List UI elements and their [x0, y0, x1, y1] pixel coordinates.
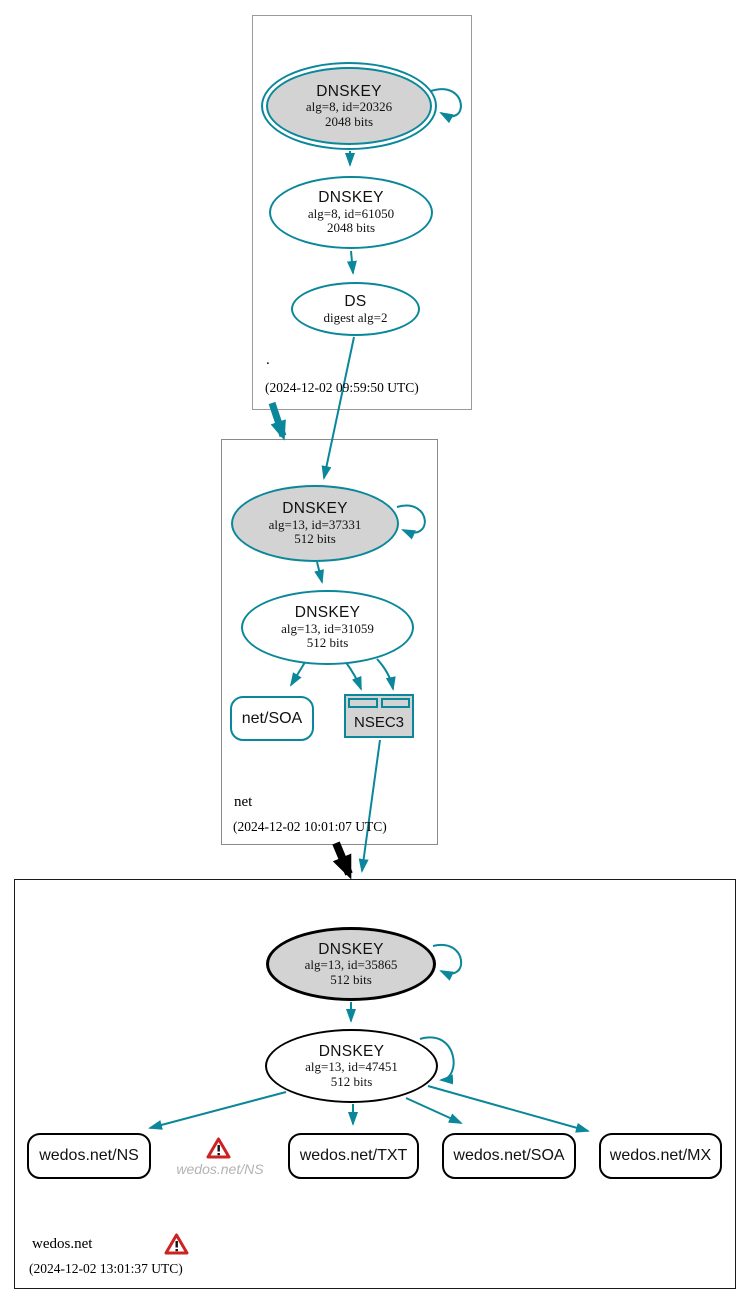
dnskey-alg-id: alg=8, id=20326	[305, 99, 393, 115]
rrset-node-wedos-ns[interactable]: wedos.net/NS	[27, 1133, 151, 1179]
missing-rrset-label: wedos.net/NS	[176, 1161, 264, 1177]
dnskey-node-wedos-zsk[interactable]: DNSKEY alg=13, id=47451 512 bits	[265, 1029, 438, 1103]
rrset-node-wedos-mx[interactable]: wedos.net/MX	[599, 1133, 722, 1179]
dnskey-title: DNSKEY	[316, 82, 382, 100]
dnskey-title: DNSKEY	[294, 604, 361, 622]
rrset-label: wedos.net/SOA	[453, 1147, 565, 1164]
zone-timestamp-net: (2024-12-02 10:01:07 UTC)	[233, 819, 387, 834]
ds-title: DS	[344, 292, 367, 310]
warning-icon	[164, 1233, 189, 1260]
rrset-node-wedos-soa[interactable]: wedos.net/SOA	[442, 1133, 576, 1179]
dnskey-bits: 512 bits	[306, 635, 349, 651]
rrset-label: wedos.net/NS	[39, 1147, 139, 1164]
rrset-label: net/SOA	[241, 709, 303, 727]
zone-timestamp-wedos: (2024-12-02 13:01:37 UTC)	[29, 1261, 183, 1276]
dnskey-bits: 2048 bits	[326, 220, 376, 236]
dnskey-bits: 512 bits	[330, 971, 372, 987]
dnskey-alg-id: alg=13, id=31059	[281, 620, 374, 636]
dnskey-alg-id: alg=13, id=47451	[305, 1059, 398, 1075]
dnskey-alg-id: alg=8, id=61050	[307, 205, 395, 221]
dnskey-title: DNSKEY	[318, 189, 384, 207]
zone-label-net: net	[234, 794, 253, 810]
dnskey-bits: 2048 bits	[324, 113, 374, 129]
nsec3-cells	[348, 698, 410, 708]
dnskey-node-net-ksk[interactable]: DNSKEY alg=13, id=37331 512 bits	[231, 485, 399, 562]
dnskey-bits: 512 bits	[330, 1073, 373, 1089]
dnskey-alg-id: alg=13, id=37331	[268, 516, 362, 532]
dnskey-title: DNSKEY	[318, 1042, 385, 1060]
dnskey-node-root-ksk[interactable]: DNSKEY alg=8, id=20326 2048 bits	[261, 62, 437, 150]
rrset-node-wedos-txt[interactable]: wedos.net/TXT	[288, 1133, 419, 1179]
zone-label-wedos: wedos.net	[32, 1236, 93, 1252]
zone-timestamp-root: (2024-12-02 09:59:50 UTC)	[265, 380, 419, 395]
nsec3-label: NSEC3	[353, 713, 405, 731]
nsec3-cell	[380, 698, 410, 708]
ds-node-root[interactable]: DS digest alg=2	[291, 282, 420, 336]
warning-icon	[206, 1137, 231, 1164]
nsec3-node[interactable]: NSEC3	[344, 694, 414, 738]
rrset-node-net-soa[interactable]: net/SOA	[230, 696, 314, 741]
dnskey-bits: 512 bits	[294, 531, 336, 547]
dnskey-node-wedos-ksk[interactable]: DNSKEY alg=13, id=35865 512 bits	[266, 927, 436, 1001]
dnskey-title: DNSKEY	[282, 500, 348, 518]
dnskey-node-root-zsk[interactable]: DNSKEY alg=8, id=61050 2048 bits	[269, 176, 433, 249]
rrset-label: wedos.net/TXT	[299, 1147, 408, 1164]
nsec3-cell	[348, 698, 378, 708]
dnskey-title: DNSKEY	[318, 940, 384, 958]
ds-digest: digest alg=2	[323, 309, 388, 325]
rrset-label: wedos.net/MX	[609, 1147, 712, 1164]
zone-label-root: .	[266, 352, 270, 368]
dnskey-node-net-zsk[interactable]: DNSKEY alg=13, id=31059 512 bits	[241, 590, 414, 665]
dnskey-alg-id: alg=13, id=35865	[304, 957, 398, 973]
edge-delegation-net-wedos	[332, 841, 353, 880]
